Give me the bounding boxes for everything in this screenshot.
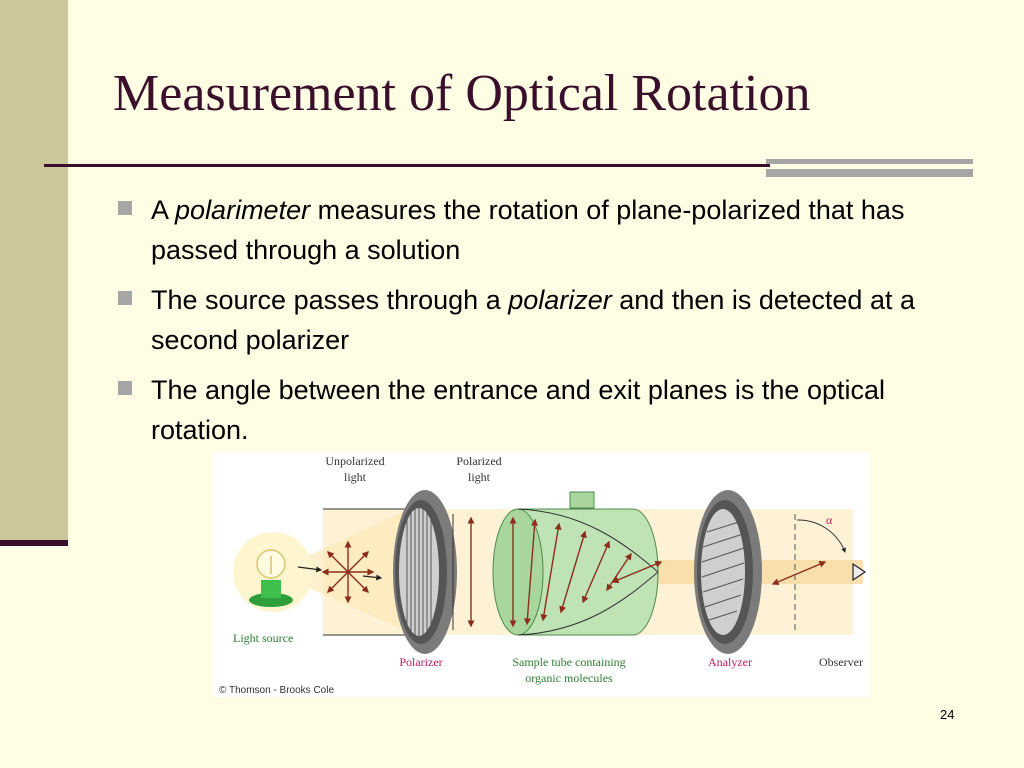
label-analyzer: Analyzer xyxy=(708,655,752,669)
bullet-item: The angle between the entrance and exit … xyxy=(116,370,936,450)
left-accent-band xyxy=(0,0,68,540)
label-observer: Observer xyxy=(819,655,863,669)
bullet-item: A polarimeter measures the rotation of p… xyxy=(116,190,936,270)
rotating-arrows xyxy=(509,516,663,628)
unpolarized-arrows xyxy=(321,540,375,604)
analyzer-disk xyxy=(694,490,762,654)
label-alpha: α xyxy=(826,513,833,527)
title-underline-gray-bottom xyxy=(766,169,973,177)
page-number: 24 xyxy=(940,707,955,722)
label-light-source: Light source xyxy=(233,631,293,645)
polarizer-disk xyxy=(393,490,457,654)
label-sample-tube: Sample tube containing xyxy=(512,655,625,669)
label-polarized-light: light xyxy=(468,470,491,484)
bullet-item: The source passes through a polarizer an… xyxy=(116,280,936,360)
title-underline xyxy=(44,164,770,167)
bullet-text-em: polarimeter xyxy=(175,195,311,225)
bullet-text-pre: A xyxy=(151,195,176,225)
slide-title: Measurement of Optical Rotation xyxy=(113,65,811,122)
label-polarized: Polarized xyxy=(456,454,501,468)
left-accent-rule xyxy=(0,540,68,546)
label-unpolarized-light: light xyxy=(344,470,367,484)
label-organic-molecules: organic molecules xyxy=(525,671,613,685)
polarimeter-svg: Unpolarized light Polarized light α Ligh… xyxy=(219,454,867,696)
bullet-list: A polarimeter measures the rotation of p… xyxy=(116,190,936,460)
observer-eye-icon xyxy=(852,562,867,582)
bullet-text-pre: The source passes through a xyxy=(151,285,509,315)
bullet-text-post: measures the rotation of plane-polarized… xyxy=(151,195,905,265)
light-bulb-icon xyxy=(249,549,293,607)
bullet-text-em: polarizer xyxy=(508,285,612,315)
label-unpolarized: Unpolarized xyxy=(325,454,384,468)
title-underline-gray-top xyxy=(766,159,973,164)
label-credit: © Thomson - Brooks Cole xyxy=(219,685,334,696)
label-polarizer: Polarizer xyxy=(399,655,442,669)
bullet-text-pre: The angle between the entrance and exit … xyxy=(151,375,885,445)
bullet-square-icon xyxy=(118,381,132,395)
bullet-square-icon xyxy=(118,291,132,305)
polarimeter-diagram: Unpolarized light Polarized light α Ligh… xyxy=(213,452,870,697)
bullet-square-icon xyxy=(118,201,132,215)
bullet-text-post: and then is detected at a second polariz… xyxy=(151,285,915,355)
